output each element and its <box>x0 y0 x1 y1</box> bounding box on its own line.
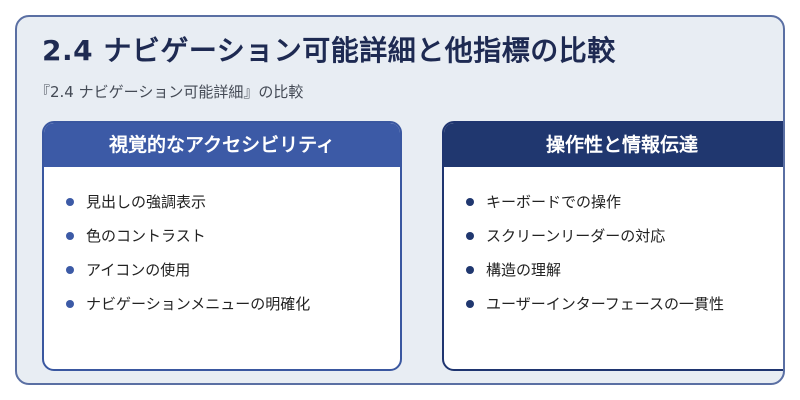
list-item-text: ナビゲーションメニューの明確化 <box>86 295 311 313</box>
list-item-text: 色のコントラスト <box>86 227 206 245</box>
card-visual-accessibility: 視覚的なアクセシビリティ 見出しの強調表示 色のコントラスト アイコンの使用 ナ… <box>42 121 402 371</box>
list-item-text: ユーザーインターフェースの一貫性 <box>486 295 725 313</box>
bullet-icon <box>66 266 74 274</box>
list-item: アイコンの使用 <box>66 253 400 287</box>
bullet-icon <box>66 232 74 240</box>
page-subtitle: 『2.4 ナビゲーション可能詳細』の比較 <box>35 83 304 101</box>
card-header: 視覚的なアクセシビリティ <box>44 123 400 167</box>
list-item: キーボードでの操作 <box>466 185 783 219</box>
list-item: ユーザーインターフェースの一貫性 <box>466 287 783 321</box>
bullet-icon <box>466 300 474 308</box>
slide-panel: 2.4 ナビゲーション可能詳細と他指標の比較 『2.4 ナビゲーション可能詳細』… <box>15 15 785 385</box>
list-item-text: 見出しの強調表示 <box>86 193 207 211</box>
list-item-text: 構造の理解 <box>486 261 562 279</box>
list-item-text: アイコンの使用 <box>86 261 191 279</box>
bullet-icon <box>66 300 74 308</box>
bullet-list: キーボードでの操作 スクリーンリーダーの対応 構造の理解 ユーザーインターフェー… <box>444 167 783 321</box>
card-header: 操作性と情報伝達 <box>444 123 783 167</box>
bullet-icon <box>466 266 474 274</box>
bullet-icon <box>66 198 74 206</box>
list-item-text: キーボードでの操作 <box>486 193 622 211</box>
page-title: 2.4 ナビゲーション可能詳細と他指標の比較 <box>42 34 616 67</box>
list-item: 見出しの強調表示 <box>66 185 400 219</box>
list-item: スクリーンリーダーの対応 <box>466 219 783 253</box>
bullet-icon <box>466 198 474 206</box>
card-operability: 操作性と情報伝達 キーボードでの操作 スクリーンリーダーの対応 構造の理解 ユー… <box>442 121 783 371</box>
bullet-icon <box>466 232 474 240</box>
bullet-list: 見出しの強調表示 色のコントラスト アイコンの使用 ナビゲーションメニューの明確… <box>44 167 400 321</box>
list-item: ナビゲーションメニューの明確化 <box>66 287 400 321</box>
list-item: 色のコントラスト <box>66 219 400 253</box>
list-item-text: スクリーンリーダーの対応 <box>486 227 666 245</box>
list-item: 構造の理解 <box>466 253 783 287</box>
